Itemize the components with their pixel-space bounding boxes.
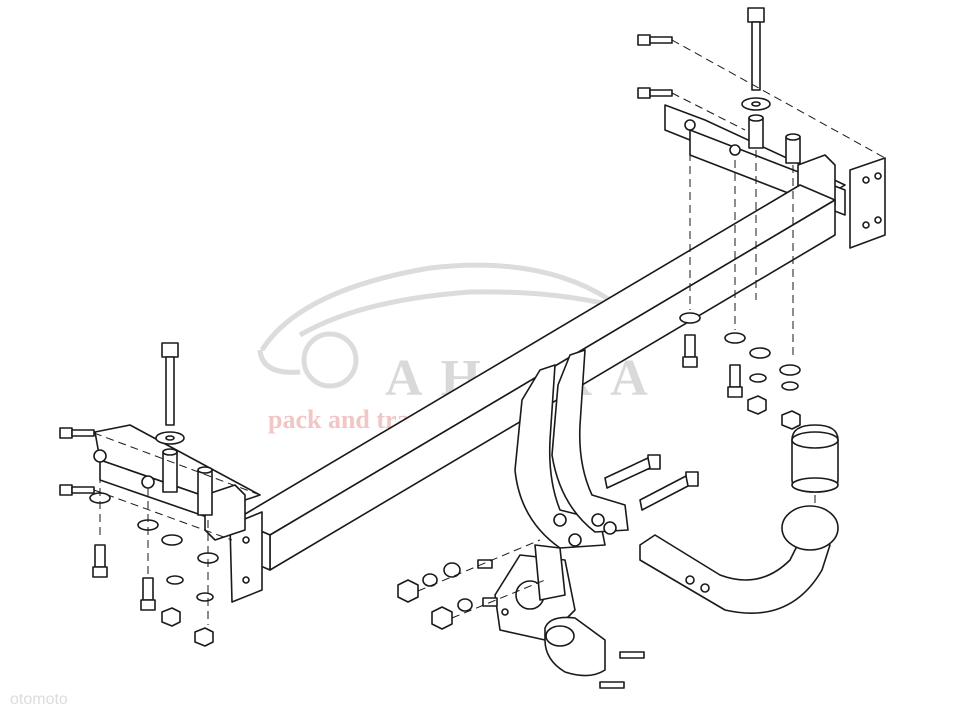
assembly-guide-lines (93, 39, 886, 625)
drop-bracket-left (514, 364, 606, 549)
car-silhouette-icon (257, 262, 691, 389)
left-fasteners (89, 492, 219, 647)
right-fasteners (679, 312, 801, 430)
tow-ball-cover (791, 424, 839, 493)
drop-bracket-right (551, 349, 629, 535)
corner-watermark: otomoto (10, 691, 68, 708)
tow-ball-arm (639, 505, 839, 614)
electrical-socket (544, 616, 645, 689)
right-bracket-bolts (637, 34, 673, 99)
right-vertical-bolt (741, 7, 801, 164)
left-bracket (93, 424, 263, 603)
left-bracket-bolts (59, 427, 95, 496)
socket-plate-nuts (397, 559, 498, 630)
bracket-bolts (604, 454, 699, 511)
left-vertical-bolt (155, 342, 213, 516)
socket-plate (494, 544, 576, 641)
